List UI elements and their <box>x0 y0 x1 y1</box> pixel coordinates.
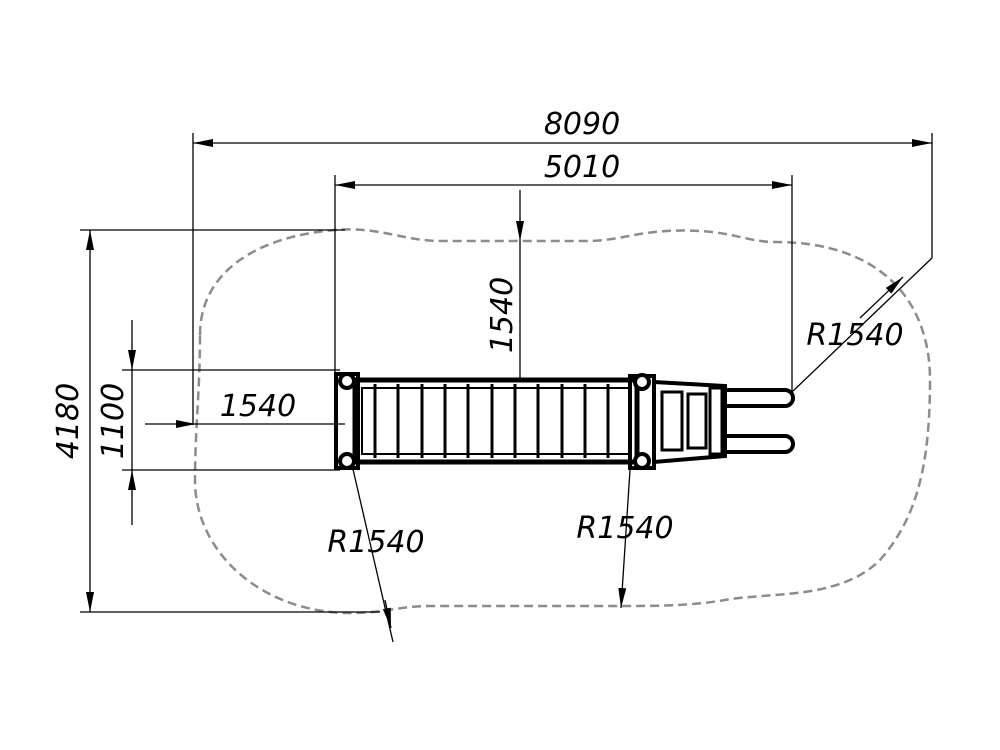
dim-left-clearance: 1540 <box>220 389 296 424</box>
dim-overall-length: 8090 <box>544 107 620 142</box>
radius-bottom-left-label: R1540 <box>327 525 424 560</box>
radius-bottom-middle-label: R1540 <box>576 511 673 546</box>
dim-overall-width: 4180 <box>51 383 86 459</box>
play-equipment <box>334 372 795 470</box>
dim-equipment-length: 5010 <box>544 150 620 185</box>
safety-zone-outline <box>193 228 932 615</box>
radius-right-label: R1540 <box>806 318 903 353</box>
dimension-lines <box>80 133 933 643</box>
dim-top-clearance: 1540 <box>485 277 520 353</box>
dim-equipment-width: 1100 <box>96 383 131 459</box>
